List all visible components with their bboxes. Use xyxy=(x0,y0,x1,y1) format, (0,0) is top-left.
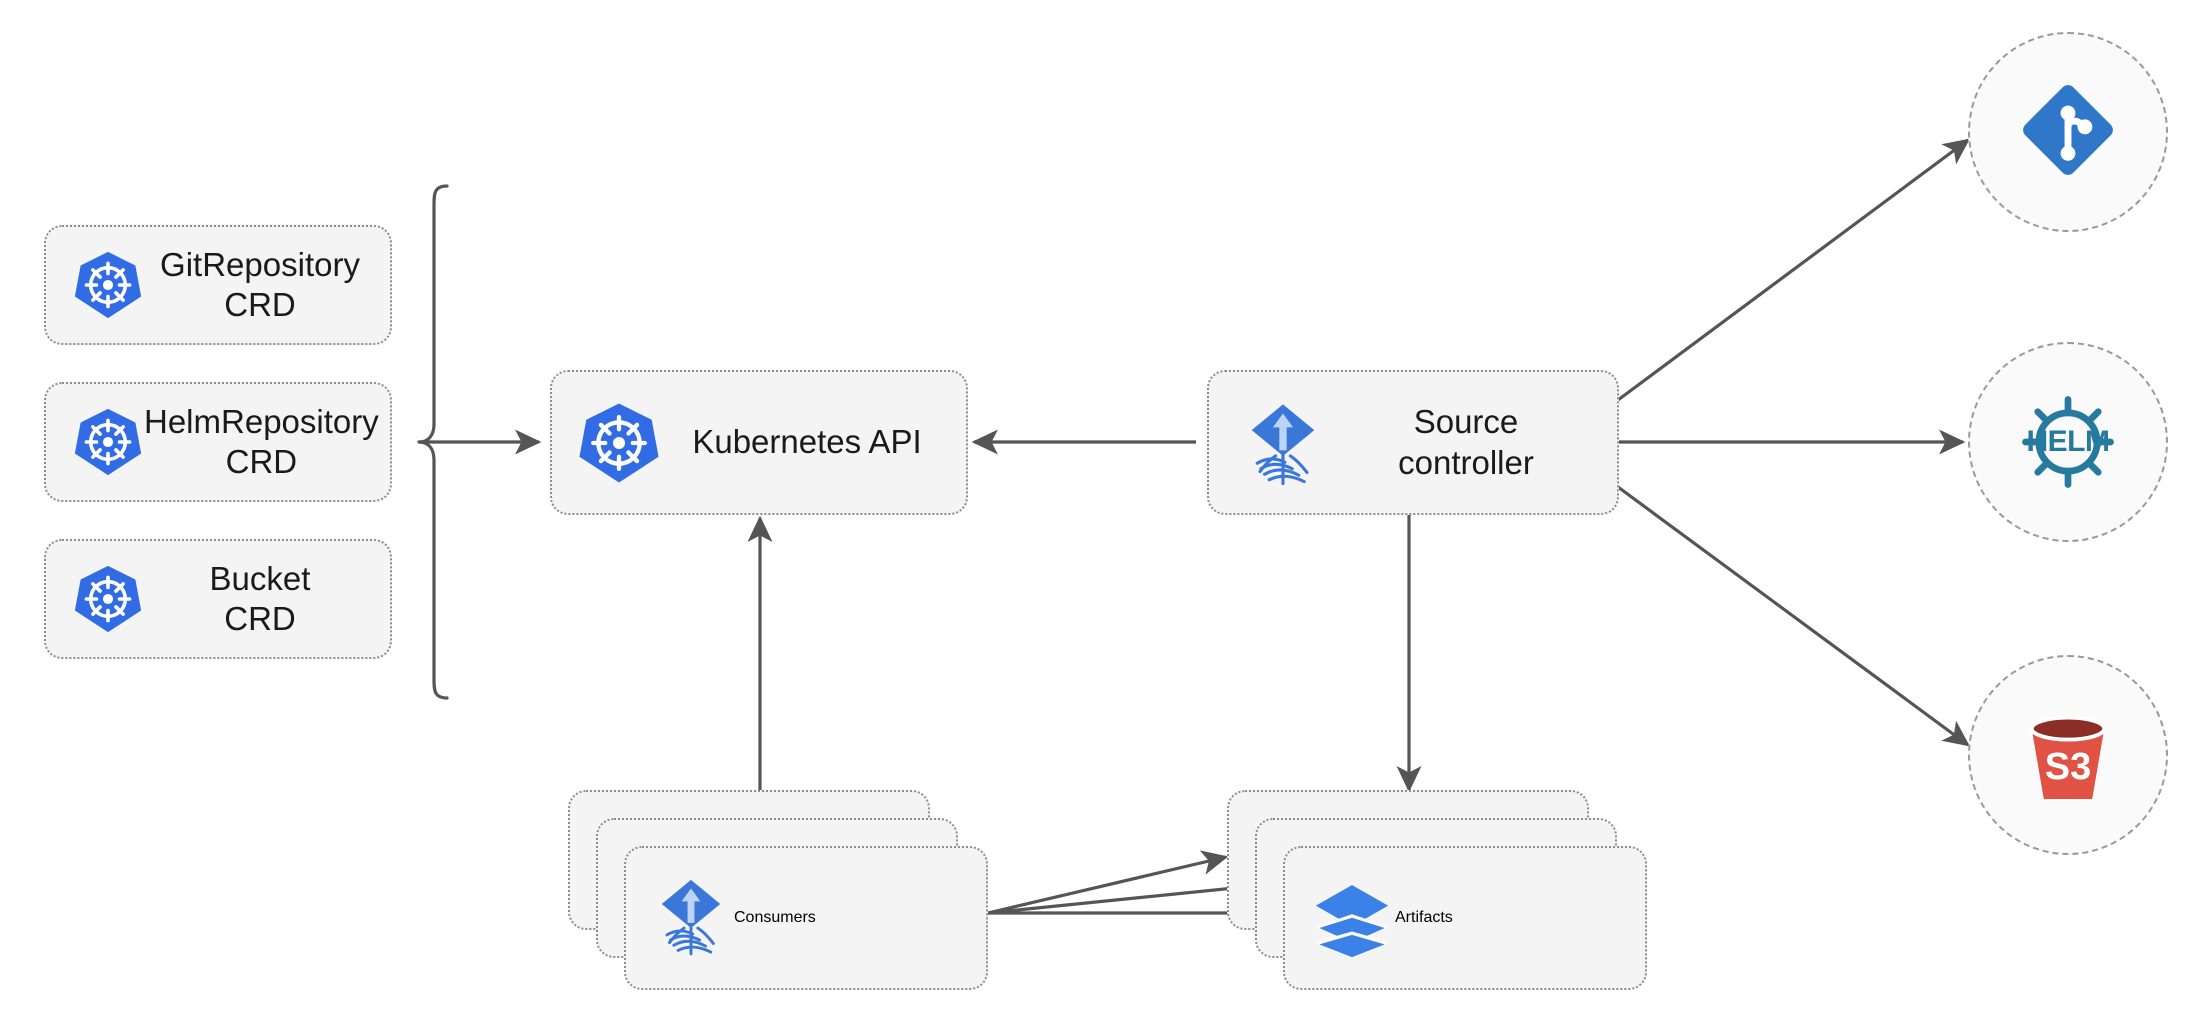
edge-consumers-to-artifacts-back xyxy=(987,850,1229,915)
edge-consumers-to-artifacts-mid xyxy=(987,876,1257,915)
source-circle-helm[interactable]: HELM xyxy=(1968,342,2168,542)
s3-wordmark: S3 xyxy=(2044,745,2092,788)
kubernetes-icon xyxy=(576,400,662,486)
artifacts-card-front[interactable]: Artifacts xyxy=(1283,846,1647,990)
crd-label: GitRepository CRD xyxy=(160,245,360,323)
kubernetes-icon xyxy=(72,563,144,635)
kubernetes-icon xyxy=(72,406,144,478)
flux-icon xyxy=(1237,397,1329,489)
crd-group-brace xyxy=(417,184,449,700)
node-label: Source controller xyxy=(1398,403,1534,481)
edge-source-controller-to-git xyxy=(1617,138,1970,402)
node-artifacts[interactable]: Artifacts xyxy=(1227,790,1647,990)
consumers-card-front[interactable]: Consumers xyxy=(624,846,988,990)
source-circle-git[interactable] xyxy=(1968,32,2168,232)
layers-icon xyxy=(1309,873,1395,964)
node-source-controller[interactable]: Source controller xyxy=(1207,370,1619,515)
flux-icon xyxy=(648,873,734,964)
helm-icon: HELM xyxy=(2012,386,2124,498)
crd-box-helmrepository[interactable]: HelmRepository CRD xyxy=(44,382,392,502)
node-label: Artifacts xyxy=(1395,909,1453,926)
kubernetes-icon xyxy=(72,249,144,321)
source-circle-s3[interactable]: S3 xyxy=(1968,655,2168,855)
crd-box-bucket[interactable]: Bucket CRD xyxy=(44,539,392,659)
node-label: Consumers xyxy=(734,909,816,926)
crd-label: HelmRepository CRD xyxy=(144,402,379,480)
s3-icon: S3 xyxy=(2013,700,2123,810)
crd-box-gitrepository[interactable]: GitRepository CRD xyxy=(44,225,392,345)
helm-wordmark: HELM xyxy=(2026,425,2111,458)
git-icon xyxy=(2015,77,2121,188)
node-kubernetes-api[interactable]: Kubernetes API xyxy=(550,370,968,515)
crd-label: Bucket CRD xyxy=(209,559,311,637)
node-consumers[interactable]: Consumers xyxy=(568,790,988,990)
node-label: Kubernetes API xyxy=(692,423,922,461)
edge-source-controller-to-s3 xyxy=(1617,485,1970,747)
